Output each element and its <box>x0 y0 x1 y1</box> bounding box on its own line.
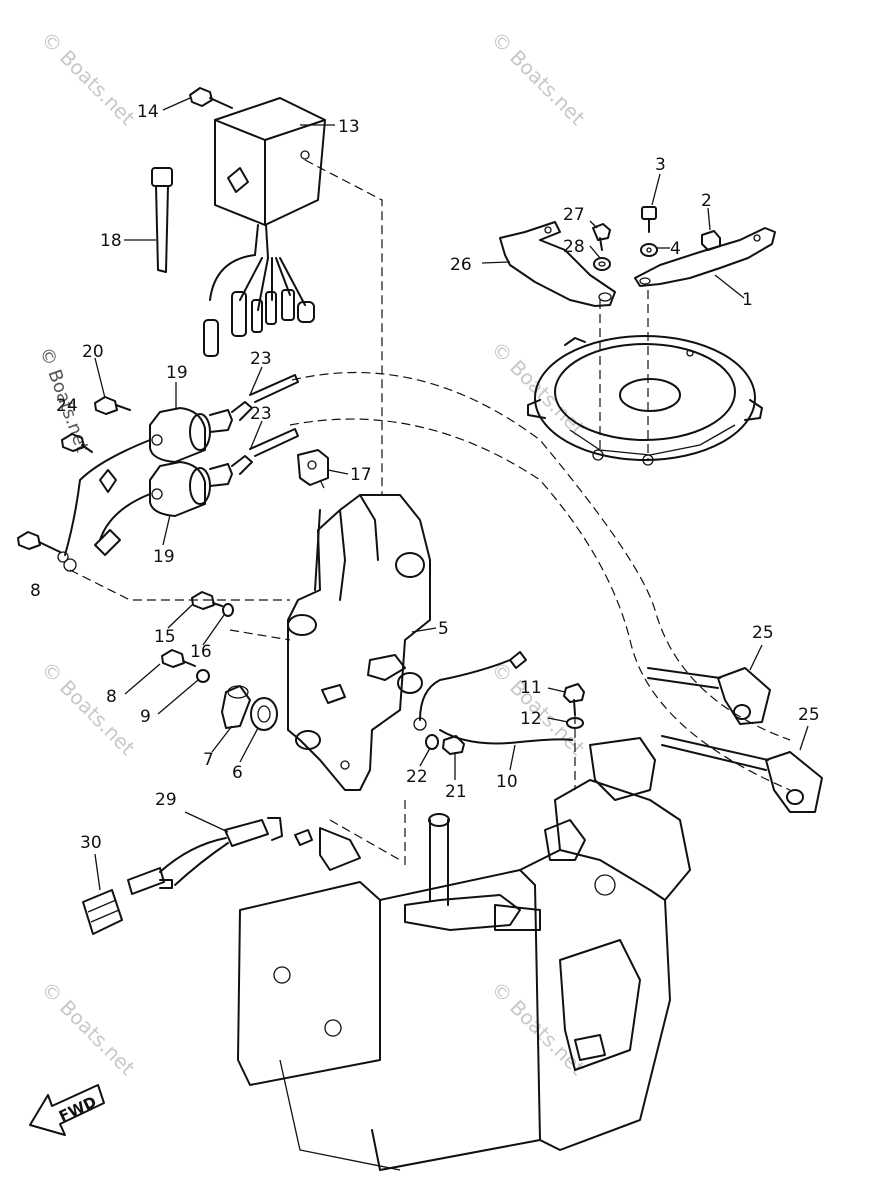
callout-12: 12 <box>520 709 542 729</box>
callout-30: 30 <box>80 833 102 853</box>
callout-19-upper: 19 <box>166 363 188 383</box>
washer-9 <box>196 669 210 683</box>
screw-24 <box>61 433 93 453</box>
callout-5: 5 <box>438 619 449 639</box>
callout-labels: 14 13 18 3 2 27 28 4 1 26 20 19 23 24 23… <box>30 102 820 853</box>
callout-21: 21 <box>445 782 467 802</box>
callout-18: 18 <box>100 231 122 251</box>
bolt-27 <box>592 223 611 251</box>
callout-23-upper: 23 <box>250 349 272 369</box>
grommet-6 <box>250 697 278 731</box>
callout-20: 20 <box>82 342 104 362</box>
washer-28 <box>593 257 611 271</box>
screw-14 <box>189 87 233 109</box>
plug-cap-lower <box>661 735 823 813</box>
screw-3 <box>641 206 657 233</box>
ignition-coil-lower <box>149 428 299 517</box>
coil-ground-leads <box>57 439 151 572</box>
callout-11: 11 <box>520 678 542 698</box>
screw-21 <box>442 735 465 755</box>
callout-25-lower: 25 <box>798 705 820 725</box>
callout-16: 16 <box>190 642 212 662</box>
screw-20 <box>94 396 131 415</box>
bracket-26 <box>499 221 616 307</box>
cdi-unit <box>203 97 326 357</box>
cable-tie <box>151 167 173 273</box>
washer-12 <box>566 717 584 729</box>
callout-22: 22 <box>406 767 428 787</box>
watermark: © Boats.net <box>36 27 139 130</box>
plug-cap-upper <box>647 667 771 725</box>
callout-10: 10 <box>496 772 518 792</box>
screw-15 <box>191 591 223 610</box>
boot-30 <box>82 889 123 935</box>
holder-17 <box>297 449 329 486</box>
callout-17: 17 <box>350 465 372 485</box>
callout-7: 7 <box>203 750 214 770</box>
callout-26: 26 <box>450 255 472 275</box>
engine-block <box>237 737 691 1171</box>
stator-base-plate <box>527 335 763 466</box>
callout-3: 3 <box>655 155 666 175</box>
screw-11 <box>563 683 585 716</box>
callout-2: 2 <box>701 191 712 211</box>
callout-27: 27 <box>563 205 585 225</box>
washer-16 <box>222 603 234 617</box>
washer-22 <box>425 734 439 750</box>
callout-28: 28 <box>563 237 585 257</box>
watermark: © Boats.net <box>486 27 589 130</box>
bracket-5 <box>287 494 431 791</box>
lever-1 <box>634 227 776 287</box>
callout-15: 15 <box>154 627 176 647</box>
watermark: © Boats.net <box>36 657 139 760</box>
assembly-lines <box>69 159 791 870</box>
callout-1: 1 <box>742 290 753 310</box>
watermark: © Boats.net <box>36 977 139 1080</box>
fwd-label: FWD <box>56 1093 99 1126</box>
ignition-coil-upper <box>149 374 299 463</box>
callout-24: 24 <box>56 396 78 416</box>
callout-29: 29 <box>155 790 177 810</box>
leader-lines <box>94 97 809 891</box>
screw-8-left <box>17 531 61 553</box>
callout-6: 6 <box>232 763 243 783</box>
callout-19-lower: 19 <box>153 547 175 567</box>
callout-23-lower: 23 <box>250 404 272 424</box>
callout-9: 9 <box>140 707 151 727</box>
neutral-switch-29 <box>127 817 361 895</box>
washer-4 <box>640 243 658 257</box>
callout-25-upper: 25 <box>752 623 774 643</box>
callout-14: 14 <box>137 102 159 122</box>
callout-8-left: 8 <box>30 581 41 601</box>
callout-8-right: 8 <box>106 687 117 707</box>
fwd-arrow-icon: FWD <box>29 1084 105 1136</box>
screw-8-right <box>161 649 196 668</box>
callout-4: 4 <box>670 239 681 259</box>
callout-13: 13 <box>338 117 360 137</box>
watermark: © Boats.net <box>486 337 589 440</box>
collar-7 <box>221 685 251 729</box>
